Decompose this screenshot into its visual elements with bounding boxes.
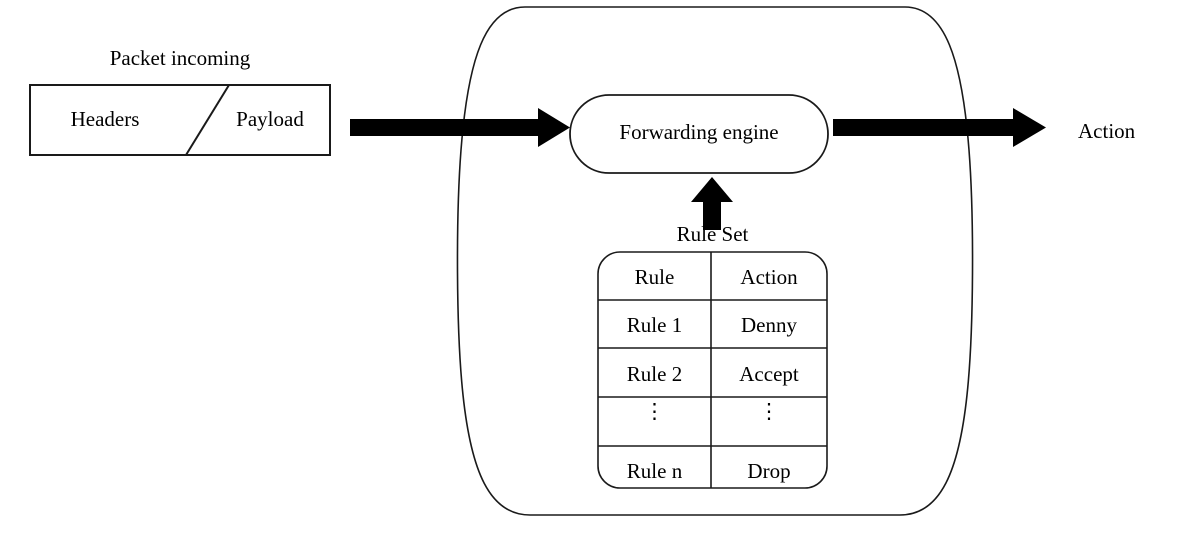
packet-box (29, 84, 331, 156)
table-cell-rule: Rule 2 (626, 362, 683, 386)
packet-divider-diagonal (185, 84, 230, 156)
table-cell-rule-ellipsis: ⋮ (644, 399, 665, 423)
action-output-label: Action (1078, 119, 1136, 143)
forwarding-engine-label: Forwarding engine (619, 120, 779, 144)
forwarding-engine-shape (569, 94, 829, 174)
table-header-rule: Rule (634, 265, 675, 289)
table-header-action: Action (740, 265, 798, 289)
arrow-ruleset-to-engine-icon (691, 177, 733, 230)
packet-segment-headers-label: Headers (70, 107, 140, 131)
packet-segment-payload-label: Payload (236, 107, 304, 131)
rule-set-caption: Rule Set (676, 222, 749, 246)
arrow-engine-to-action-icon (833, 108, 1046, 147)
table-cell-rule: Rule 1 (626, 313, 683, 337)
table-cell-action-ellipsis: ⋮ (758, 399, 780, 423)
table-cell-action: Accept (739, 362, 799, 386)
packet-incoming-caption: Packet incoming (109, 46, 251, 70)
arrow-packet-to-engine-icon (350, 108, 570, 147)
table-cell-action: Denny (741, 313, 797, 337)
rule-set-table-outline (597, 251, 828, 489)
table-cell-rule: Rule n (626, 459, 683, 483)
table-cell-action: Drop (747, 459, 791, 483)
